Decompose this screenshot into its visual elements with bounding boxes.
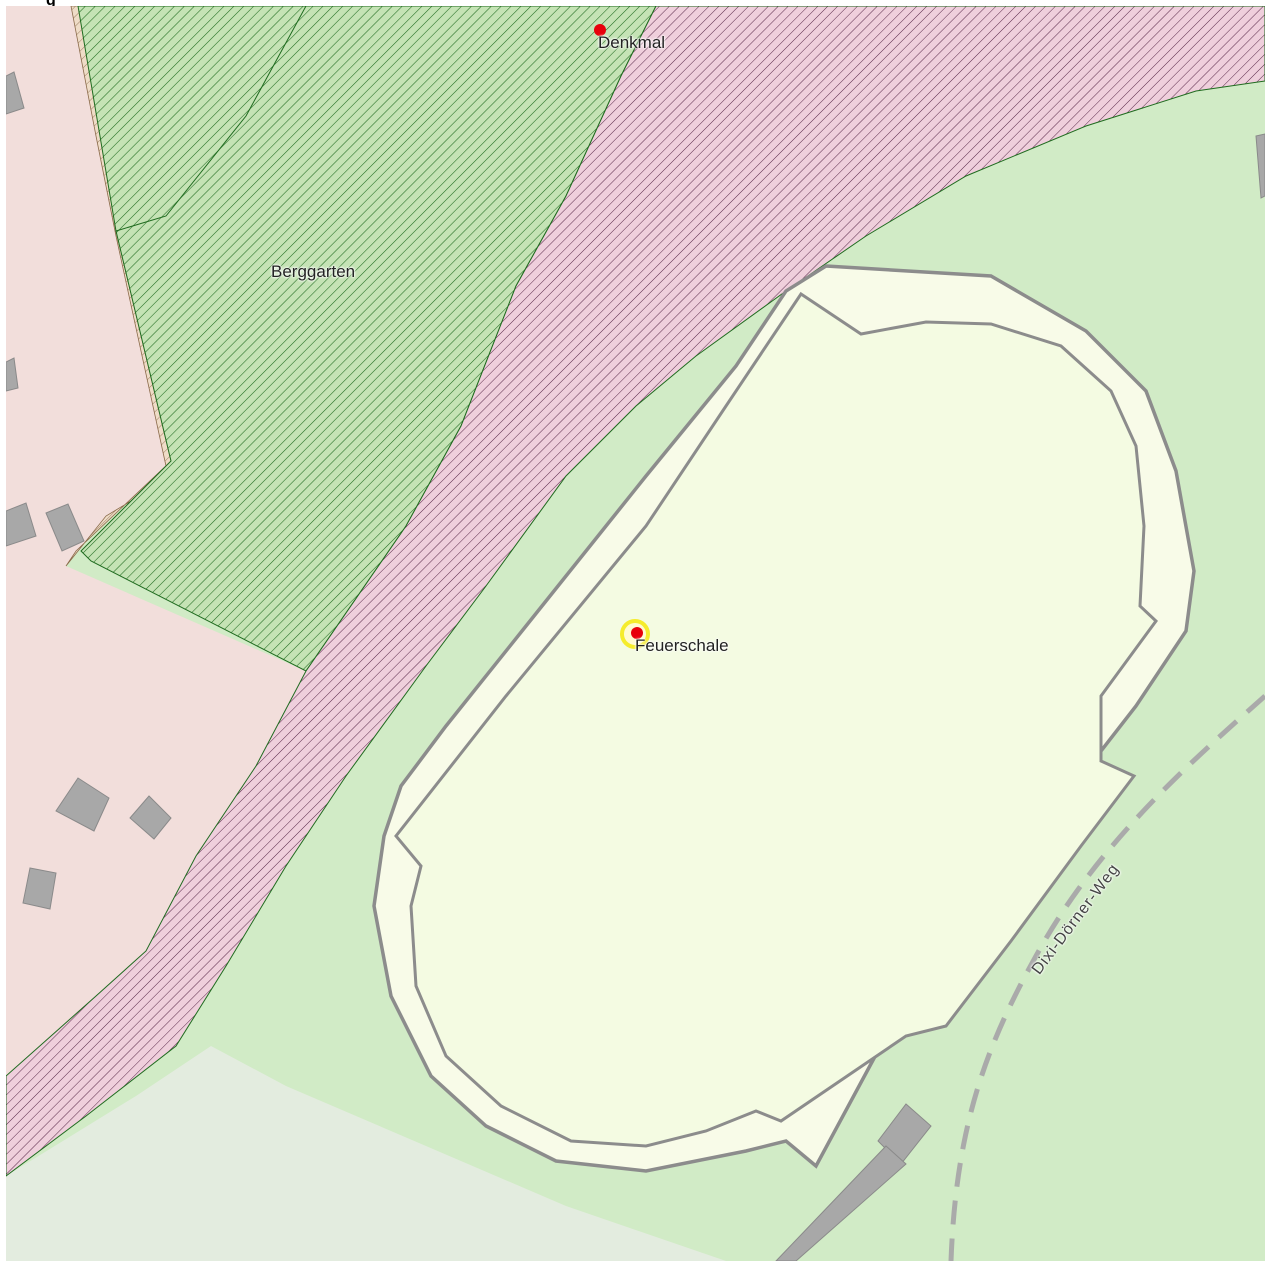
building bbox=[1255, 133, 1265, 199]
building bbox=[55, 777, 110, 832]
building bbox=[6, 71, 25, 115]
building bbox=[45, 503, 85, 552]
denkmal-marker-red-dot-icon[interactable] bbox=[594, 24, 606, 36]
building bbox=[6, 357, 19, 392]
building bbox=[775, 1145, 907, 1261]
label-berggarten[interactable]: Berggarten bbox=[271, 262, 356, 281]
building bbox=[22, 867, 57, 910]
berggarten-inner-line bbox=[115, 6, 307, 232]
feuerschale-marker-red-dot-icon[interactable] bbox=[631, 627, 643, 639]
corner-label: g bbox=[46, 0, 56, 9]
map-canvas[interactable]: Berggarten Denkmal Feuerschale Dixi-Dörn… bbox=[6, 6, 1265, 1261]
building bbox=[6, 502, 37, 547]
building bbox=[129, 795, 172, 840]
pale-meadow-area bbox=[6, 1046, 726, 1261]
map-layers bbox=[6, 6, 1265, 1261]
sports-ground-track bbox=[394, 291, 1158, 1148]
label-feuerschale[interactable]: Feuerschale bbox=[635, 636, 729, 655]
label-denkmal[interactable]: Denkmal bbox=[598, 33, 666, 52]
protected-band-area bbox=[6, 6, 1265, 1177]
buildings-bottom bbox=[775, 1103, 932, 1261]
buildings-left bbox=[6, 71, 1265, 910]
footpath-dashed bbox=[948, 694, 1265, 1261]
